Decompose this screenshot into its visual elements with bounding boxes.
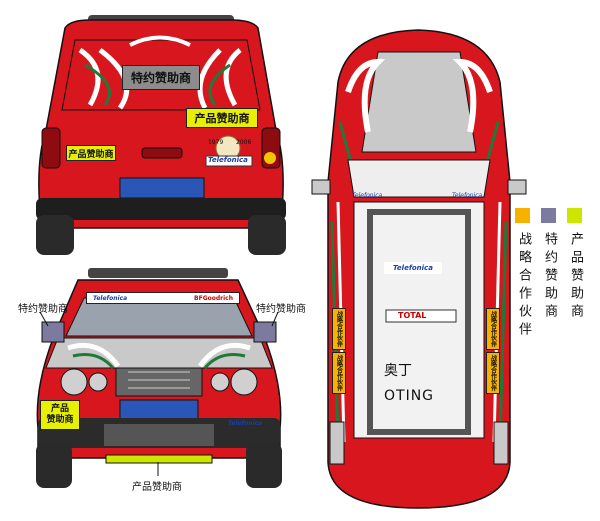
top-roof-brand-cn: 奥丁 bbox=[384, 363, 412, 379]
top-roof-brand-en: OTING bbox=[384, 388, 435, 404]
rear-window-special-sponsor: 特约赞助商 bbox=[122, 65, 200, 90]
top-roof-total-logo: TOTAL bbox=[398, 311, 427, 320]
top-left-strategic-front: 战略合作伙伴 bbox=[332, 308, 346, 350]
top-right-strategic-rear: 战略合作伙伴 bbox=[486, 352, 500, 394]
top-roof-telefonica: Telefonica bbox=[384, 262, 442, 274]
legend-product-swatch bbox=[567, 208, 582, 223]
front-right-mirror-callout: 特约赞助商 bbox=[256, 304, 306, 315]
top-roof-telefonica-text: Telefonica bbox=[393, 264, 433, 272]
rear-product-sponsor-large: 产品赞助商 bbox=[186, 108, 258, 128]
front-left-mirror-callout: 特约赞助商 bbox=[18, 304, 68, 315]
rear-telefonica-logo: Telefonica bbox=[208, 156, 248, 164]
legend-special-swatch bbox=[541, 208, 556, 223]
legend-product-label: 产品赞助商 bbox=[568, 232, 583, 322]
top-right-strategic-front: 战略合作伙伴 bbox=[486, 308, 500, 350]
legend-strategic-label: 战略合作伙伴 bbox=[516, 232, 531, 340]
front-bfgoodrich-logo: BFGoodrich bbox=[194, 294, 233, 302]
top-windshield-telefonica-right: Telefonica bbox=[452, 192, 483, 199]
rear-year-end: 2006 bbox=[236, 139, 252, 146]
top-left-strategic-rear-text: 战略合作伙伴 bbox=[335, 355, 343, 391]
top-right-strategic-rear-text: 战略合作伙伴 bbox=[489, 355, 497, 391]
front-bumper-product-line2: 赞助商 bbox=[46, 415, 74, 425]
rear-product-sponsor-large-label: 产品赞助商 bbox=[194, 112, 250, 125]
legend-special-label: 特约赞助商 bbox=[542, 232, 557, 322]
top-left-strategic-rear: 战略合作伙伴 bbox=[332, 352, 346, 394]
top-left-strategic-front-text: 战略合作伙伴 bbox=[335, 311, 343, 347]
front-bottom-callout: 产品赞助商 bbox=[132, 482, 182, 493]
top-windshield-telefonica-left: Telefonica bbox=[352, 192, 383, 199]
front-bumper-product-sponsor: 产品 赞助商 bbox=[40, 400, 80, 430]
top-view-car bbox=[311, 29, 527, 509]
front-windshield-banner: Telefonica BFGoodrich bbox=[86, 292, 240, 304]
rear-window-special-label: 特约赞助商 bbox=[130, 71, 191, 85]
legend-strategic-swatch bbox=[515, 208, 530, 223]
front-telefonica-logo: Telefonica bbox=[93, 294, 128, 302]
rear-product-sponsor-small: 产品赞助商 bbox=[66, 145, 116, 161]
front-view-car bbox=[36, 268, 282, 488]
front-bumper-product-line1: 产品 bbox=[50, 404, 69, 414]
front-telefonica-badge: Telefonica bbox=[228, 420, 263, 427]
top-right-strategic-front-text: 战略合作伙伴 bbox=[489, 311, 497, 347]
rear-year-start: 1979 bbox=[208, 139, 224, 146]
rear-product-sponsor-small-label: 产品赞助商 bbox=[68, 149, 114, 160]
